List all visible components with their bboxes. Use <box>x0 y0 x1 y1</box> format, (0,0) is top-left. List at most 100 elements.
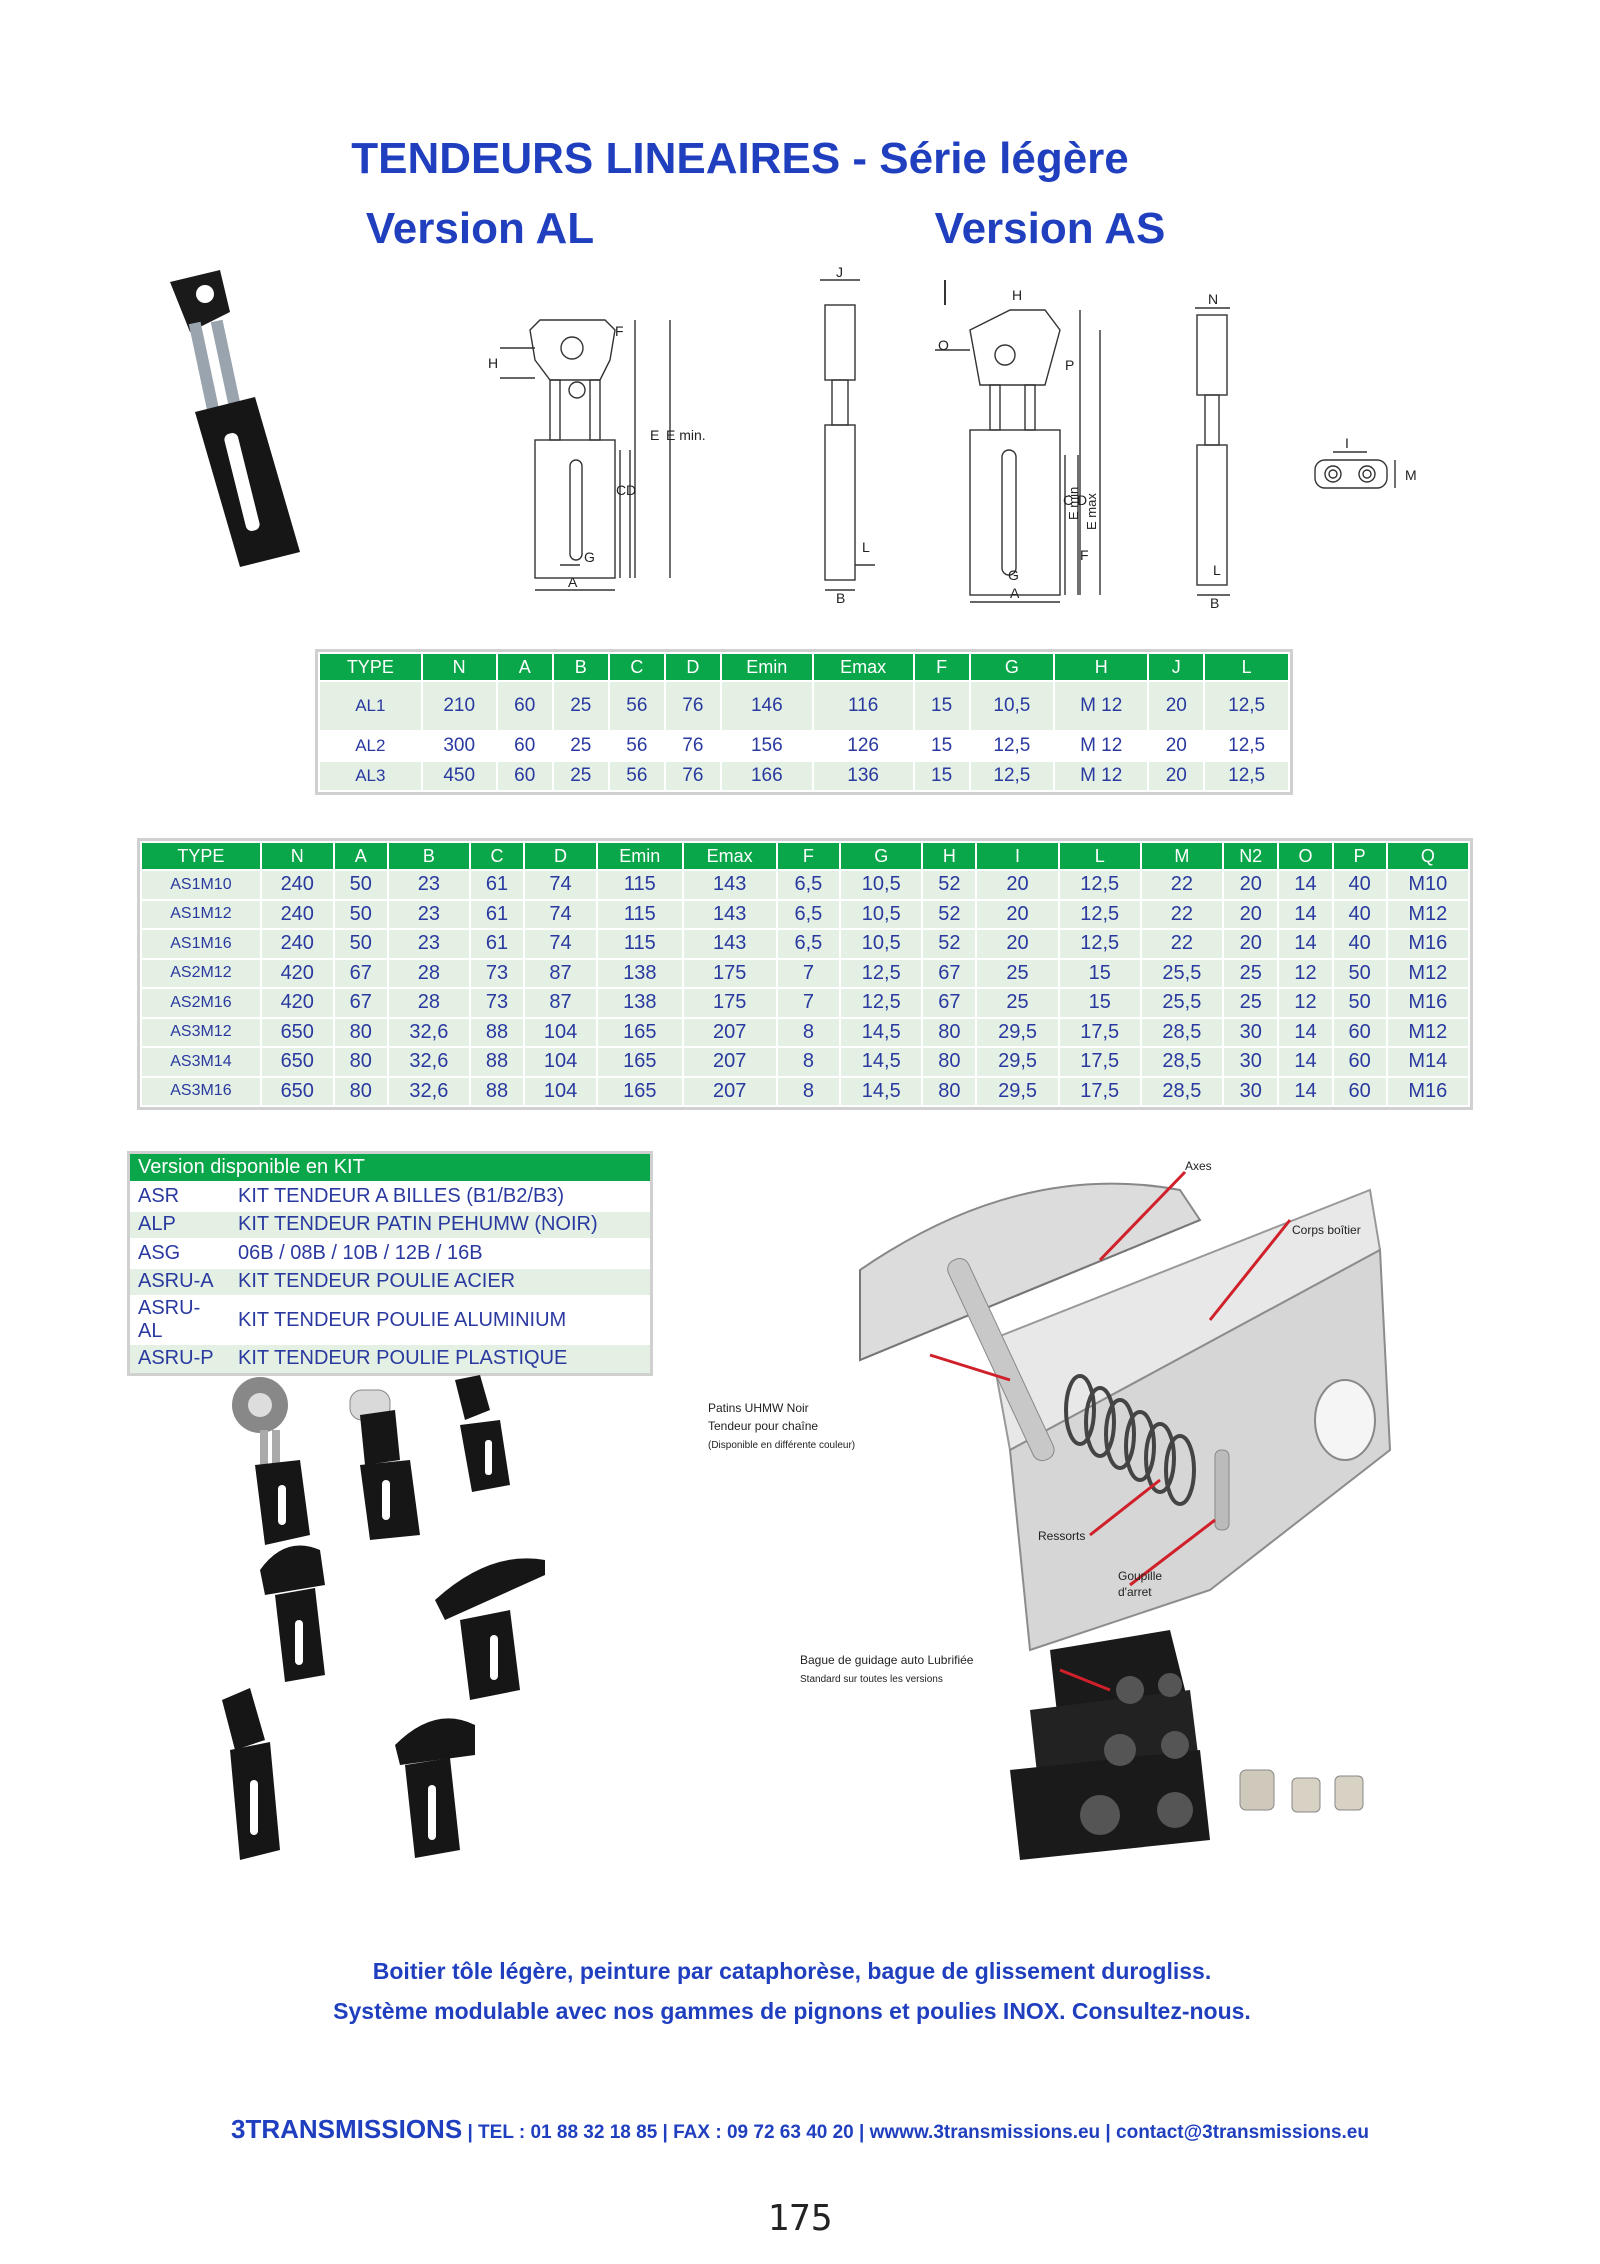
table-cell: 14 <box>1277 869 1334 901</box>
table-cell: 76 <box>663 680 722 732</box>
footer-contact-details: | TEL : 01 88 32 18 85 | FAX : 09 72 63 … <box>462 2122 1369 2143</box>
table-cell: 67 <box>921 987 978 1019</box>
table-cell: 14 <box>1277 898 1334 930</box>
svg-text:E max: E max <box>1084 493 1099 530</box>
kit-code: ASRU-P <box>130 1343 230 1373</box>
label-bague-2: Standard sur toutes les versions <box>800 1674 943 1685</box>
table-cell: 80 <box>921 1075 978 1107</box>
table-cell: 61 <box>468 869 526 901</box>
kit-code: ASRU-AL <box>130 1295 230 1344</box>
table-cell: 88 <box>468 1075 526 1107</box>
table-cell: 56 <box>607 680 666 732</box>
table-cell: 40 <box>1331 869 1388 901</box>
as-header-cell: L <box>1057 841 1142 871</box>
kit-description: KIT TENDEUR A BILLES (B1/B2/B3) <box>230 1181 650 1211</box>
kit-description: KIT TENDEUR POULIE ACIER <box>230 1266 650 1296</box>
table-cell: 50 <box>1331 987 1388 1019</box>
table-cell: 73 <box>468 957 526 989</box>
table-cell: 15 <box>912 680 971 732</box>
table-cell: 60 <box>495 760 554 792</box>
svg-text:A: A <box>568 574 578 590</box>
kit-variants-photos <box>222 1375 545 1860</box>
table-cell: 20 <box>1147 730 1206 762</box>
table-cell: 165 <box>595 1016 684 1048</box>
table-cell: 17,5 <box>1057 1046 1142 1078</box>
svg-text:G: G <box>1008 567 1019 583</box>
table-cell: 28 <box>386 987 471 1019</box>
table-cell: 80 <box>332 1046 389 1078</box>
table-cell: 10,5 <box>839 928 924 960</box>
table-cell: 74 <box>523 928 598 960</box>
table-cell: 14 <box>1277 1075 1334 1107</box>
table-cell: AS2M12 <box>140 957 262 989</box>
table-cell: 420 <box>259 987 335 1019</box>
table-cell: 143 <box>681 869 778 901</box>
table-cell: 29,5 <box>975 1016 1060 1048</box>
table-cell: M14 <box>1385 1046 1471 1078</box>
table-cell: 240 <box>259 869 335 901</box>
table-cell: 67 <box>332 957 389 989</box>
as-header-cell: H <box>921 841 978 871</box>
table-cell: AS3M12 <box>140 1016 262 1048</box>
table-cell: 40 <box>1331 898 1388 930</box>
footer-brand: 3TRANSMISSIONS <box>231 2114 463 2144</box>
table-cell: 25 <box>975 957 1060 989</box>
table-cell: 165 <box>595 1046 684 1078</box>
as-header-cell: M <box>1139 841 1224 871</box>
table-cell: 28,5 <box>1139 1075 1224 1107</box>
label-goupille-2: d'arret <box>1118 1585 1152 1599</box>
kit-code: ASRU-A <box>130 1266 230 1296</box>
table-cell: 28,5 <box>1139 1016 1224 1048</box>
svg-text:J: J <box>836 265 843 280</box>
al-header-cell: N <box>420 652 498 682</box>
table-cell: 20 <box>1221 928 1280 960</box>
svg-text:B: B <box>1210 595 1219 610</box>
as-header-cell: Emin <box>595 841 684 871</box>
table-cell: 10,5 <box>839 869 924 901</box>
table-cell: 23 <box>386 928 471 960</box>
table-cell: 67 <box>921 957 978 989</box>
table-cell: 650 <box>259 1016 335 1048</box>
table-cell: 56 <box>607 730 666 762</box>
table-cell: 30 <box>1221 1046 1280 1078</box>
description-line-1: Boitier tôle légère, peinture par cataph… <box>372 1958 1212 1984</box>
svg-text:L: L <box>1213 562 1221 578</box>
table-cell: 166 <box>719 760 814 792</box>
table-cell: 240 <box>259 898 335 930</box>
kit-code: ASR <box>130 1181 230 1211</box>
table-cell: 15 <box>912 760 971 792</box>
as-header-cell: A <box>332 841 389 871</box>
table-cell: AS1M12 <box>140 898 262 930</box>
table-cell: 20 <box>1221 869 1280 901</box>
as-header-cell: N <box>259 841 335 871</box>
table-cell: 17,5 <box>1057 1016 1142 1048</box>
product-photo-al <box>170 270 300 567</box>
table-cell: 80 <box>332 1016 389 1048</box>
table-cell: 116 <box>811 680 915 732</box>
table-cell: 60 <box>1331 1075 1388 1107</box>
table-cell: 207 <box>681 1075 778 1107</box>
drawing-al-front: H F E E min. C D G A <box>488 319 706 591</box>
table-cell: 7 <box>775 957 842 989</box>
svg-text:E min: E min <box>1066 487 1081 520</box>
table-cell: 12,5 <box>1057 928 1142 960</box>
table-cell: 143 <box>681 928 778 960</box>
table-cell: 10,5 <box>839 898 924 930</box>
table-cell: 207 <box>681 1046 778 1078</box>
table-cell: 50 <box>1331 957 1388 989</box>
as-header-cell: TYPE <box>140 841 262 871</box>
al-header-cell: Emax <box>811 652 915 682</box>
drawing-as-top: I M <box>1314 435 1417 489</box>
table-cell: 56 <box>607 760 666 792</box>
table-cell: 32,6 <box>386 1075 471 1107</box>
table-cell: 60 <box>1331 1046 1388 1078</box>
table-cell: 87 <box>523 987 598 1019</box>
table-cell: 300 <box>420 730 498 762</box>
table-cell: 12,5 <box>1203 760 1290 792</box>
svg-text:E: E <box>650 427 659 443</box>
table-cell: 650 <box>259 1075 335 1107</box>
